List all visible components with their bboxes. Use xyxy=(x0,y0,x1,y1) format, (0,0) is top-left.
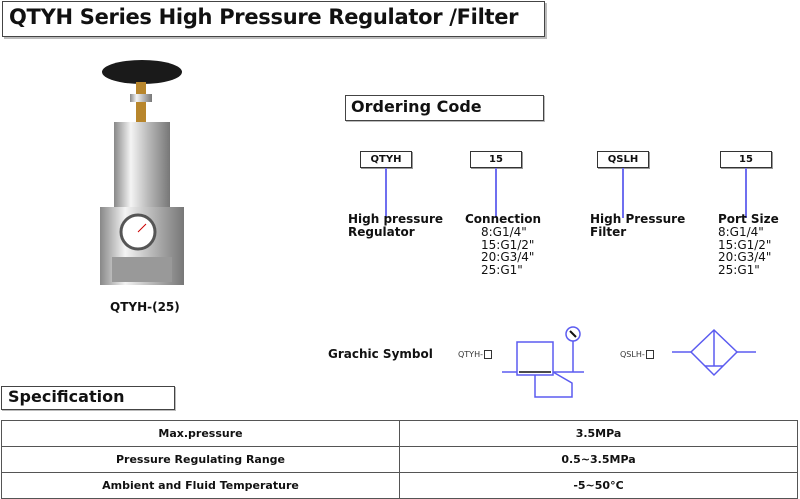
product-image xyxy=(100,60,184,285)
connector-line xyxy=(745,168,747,218)
code-label: Connection 8:G1/4"15:G1/2"20:G3/4"25:G1" xyxy=(465,212,542,277)
ordering-code-box: Ordering Code xyxy=(345,95,544,121)
filter-symbol-icon xyxy=(672,328,756,377)
page-title: QTYH Series High Pressure Regulator /Fil… xyxy=(9,5,519,29)
connector-line xyxy=(495,168,497,218)
specification-box: Specification xyxy=(1,386,175,410)
connector-line xyxy=(385,168,387,218)
graphic-symbol-heading: Grachic Symbol xyxy=(328,347,433,361)
code-box: QSLH xyxy=(597,151,649,168)
specification-heading: Specification xyxy=(8,387,125,406)
filter-symbol-label: QSLH- xyxy=(620,350,654,359)
code-label: Port Size 8:G1/4"15:G1/2"20:G3/4"25:G1" xyxy=(718,212,779,277)
table-row: Ambient and Fluid Temperature-5~50°C xyxy=(1,472,798,499)
ordering-code-heading: Ordering Code xyxy=(351,97,482,116)
code-box: 15 xyxy=(720,151,772,168)
product-caption: QTYH-(25) xyxy=(110,300,180,314)
connector-line xyxy=(622,168,624,218)
handwheel-icon xyxy=(102,60,182,84)
regulator-symbol-icon xyxy=(502,326,584,398)
regulator-symbol-label: QTYH- xyxy=(458,350,492,359)
title-box: QTYH Series High Pressure Regulator /Fil… xyxy=(2,1,545,37)
code-box: QTYH xyxy=(360,151,412,168)
code-box: 15 xyxy=(470,151,522,168)
